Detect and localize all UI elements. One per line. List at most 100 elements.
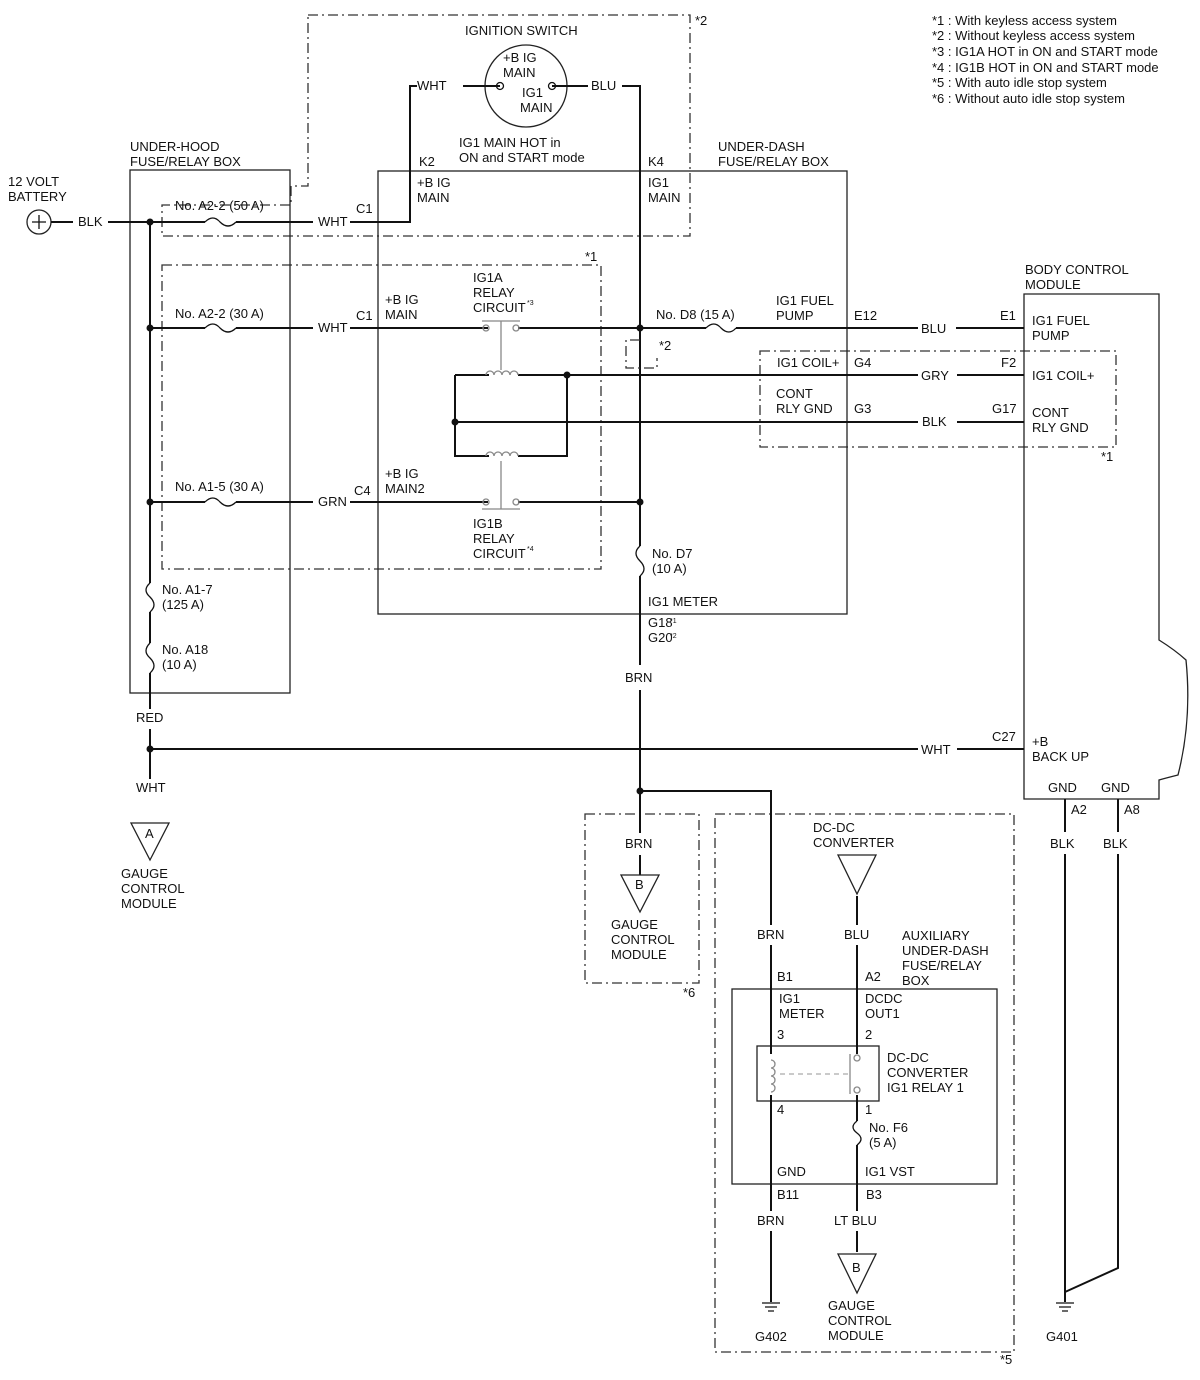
term-k4: K4 [648, 154, 664, 169]
term-g3-name-1: CONT [776, 386, 813, 401]
ig1b-label-1: IG1B [473, 516, 503, 531]
notes-legend: *1 : With keyless access system *2 : Wit… [932, 13, 1159, 106]
term-ig1-meter: IG1 METER [648, 594, 718, 609]
fuse-label-a2-2-30a: No. A2-2 (30 A) [175, 306, 264, 321]
gauge-module-b-1: GAUGE [611, 917, 658, 932]
term-c4: C4 [354, 483, 371, 498]
ignition-bigmain-1: +B IG [503, 50, 537, 65]
term-e12-name-2: PUMP [776, 308, 814, 323]
ig1a-label-3: CIRCUIT [473, 300, 526, 315]
ignition-note-1: IG1 MAIN HOT in [459, 135, 561, 150]
fuse-label-f6: No. F6 [869, 1120, 908, 1135]
fuse-label-a2-2-50a: No. A2-2 (50 A) [175, 198, 264, 213]
fuse-f6-5a [852, 1120, 862, 1146]
fuse-label-d8: No. D8 (15 A) [656, 307, 735, 322]
wire-blu-aux: BLU [844, 927, 869, 942]
term-b1: B1 [777, 969, 793, 984]
body-control-module [1023, 293, 1189, 800]
bcm-pump-2: PUMP [1032, 328, 1070, 343]
term-e1: E1 [1000, 308, 1016, 323]
note-1: *1 : With keyless access system [932, 13, 1117, 28]
bcm-backup-2: BACK UP [1032, 749, 1089, 764]
ground-g402-label: G402 [755, 1329, 787, 1344]
wire-wht-c1: WHT [318, 320, 348, 335]
relay-name-2: CONVERTER [887, 1065, 968, 1080]
connector-b-lower-triangle [836, 1253, 878, 1295]
term-k2: K2 [419, 154, 435, 169]
term-k2-name-1: +B IG [417, 175, 451, 190]
relay-pin-1: 1 [865, 1102, 872, 1117]
ground-g402-icon [762, 1302, 780, 1312]
term-g3: G3 [854, 401, 871, 416]
term-b11: B11 [777, 1187, 799, 1202]
term-a2-bcm: A2 [1071, 802, 1087, 817]
ignition-ig1main-1: IG1 [522, 85, 543, 100]
ground-g401-icon [1056, 1302, 1074, 1312]
term-c1-top: C1 [356, 201, 373, 216]
term-k4-name-2: MAIN [648, 190, 681, 205]
ig1b-label-2: RELAY [473, 531, 515, 546]
wire-brn-gauge-b: BRN [625, 836, 652, 851]
gauge-module-a-1: GAUGE [121, 866, 168, 881]
dcdc-converter-2: CONVERTER [813, 835, 894, 850]
ig1a-relay [482, 320, 520, 376]
term-c1: C1 [356, 308, 373, 323]
relay-pin-3: 3 [777, 1027, 784, 1042]
term-k2-name-2: MAIN [417, 190, 450, 205]
fuse-d8-15a [705, 323, 737, 333]
ignition-switch-title: IGNITION SWITCH [465, 23, 578, 38]
bcm-pump-1: IG1 FUEL [1032, 313, 1090, 328]
note-mark-2-top: *2 [695, 13, 707, 28]
term-e12: E12 [854, 308, 877, 323]
term-dcdc-out1-1: DCDC [865, 991, 903, 1006]
term-e12-name-1: IG1 FUEL [776, 293, 834, 308]
ig1b-sup: *4 [527, 546, 534, 553]
fuse-label-d7: No. D7 [652, 546, 692, 561]
aux-title-3: FUSE/RELAY [902, 958, 982, 973]
wire-brn-main: BRN [625, 670, 652, 685]
fuse-label-d7-rating: (10 A) [652, 561, 687, 576]
ignition-switch: IGNITION SWITCH +B IG MAIN IG1 MAIN IG1 … [459, 23, 585, 165]
connector-b-label: B [635, 877, 644, 892]
term-dcdc-out1-2: OUT1 [865, 1006, 900, 1021]
fuse-label-a18-rating: (10 A) [162, 657, 197, 672]
term-g4: G4 [854, 355, 871, 370]
term-c4-name-2: MAIN2 [385, 481, 425, 496]
relay-pin-4: 4 [777, 1102, 784, 1117]
note-mark-1-bcm: *1 [1101, 449, 1113, 464]
term-g18-sup: *1 [670, 618, 677, 625]
jumper-no-keyless [625, 339, 658, 369]
term-g18: G18 [648, 615, 673, 630]
note-6: *6 : Without auto idle stop system [932, 91, 1125, 106]
wire-blk-gnd-1: BLK [1050, 836, 1075, 851]
gauge-module-c-1: GAUGE [828, 1298, 875, 1313]
jumper-mark-2: *2 [659, 338, 671, 353]
dcdc-converter-triangle [836, 854, 878, 896]
term-ig1-meter-aux-2: METER [779, 1006, 825, 1021]
battery-label-2: BATTERY [8, 189, 67, 204]
term-g20: G20 [648, 630, 673, 645]
fuse-a2-2-50a [204, 217, 237, 227]
wire-wht-backup: WHT [921, 742, 951, 757]
under-hood-title-1: UNDER-HOOD [130, 139, 220, 154]
note-4: *4 : IG1B HOT in ON and START mode [932, 60, 1159, 75]
relay-name-3: IG1 RELAY 1 [887, 1080, 964, 1095]
dcdc-relay-internals [770, 1054, 861, 1094]
wire-blu-ignition: BLU [591, 78, 616, 93]
wire-wht-c1-top: WHT [318, 214, 348, 229]
wire-wht-gauge: WHT [136, 780, 166, 795]
fuse-label-a1-5-30a: No. A1-5 (30 A) [175, 479, 264, 494]
note-3: *3 : IG1A HOT in ON and START mode [932, 44, 1158, 59]
fuse-a1-5-30a [204, 497, 237, 507]
term-c1-name-1: +B IG [385, 292, 419, 307]
under-dash-fuse-relay-box [377, 170, 848, 615]
wire-brn-ground: BRN [757, 1213, 784, 1228]
fuse-label-f6-rating: (5 A) [869, 1135, 896, 1150]
aux-title-1: AUXILIARY [902, 928, 970, 943]
gauge-module-a-2: CONTROL [121, 881, 185, 896]
auxiliary-under-dash-fuse-relay-box [731, 988, 998, 1185]
fuses [145, 217, 862, 1146]
term-ig1-meter-aux-1: IG1 [779, 991, 800, 1006]
wire-red: RED [136, 710, 163, 725]
gauge-module-a-3: MODULE [121, 896, 177, 911]
